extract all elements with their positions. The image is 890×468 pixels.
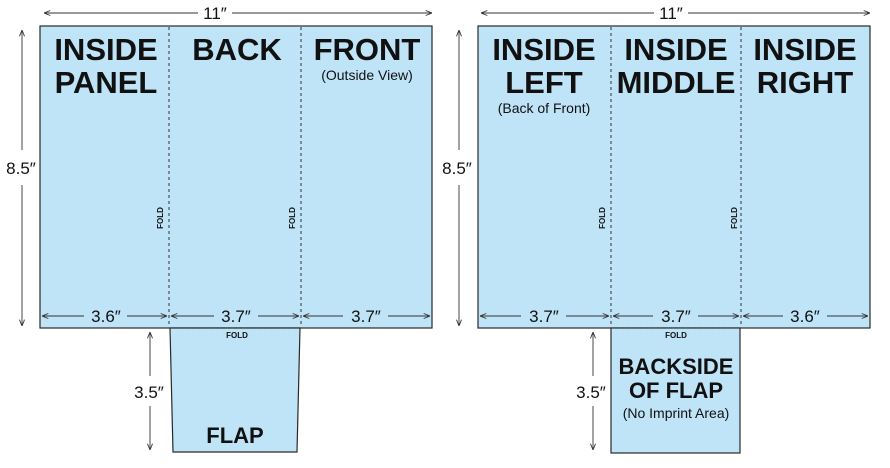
left-height-label: 8.5″ — [6, 159, 36, 178]
right-panel-3-title-line2: RIGHT — [757, 65, 854, 100]
right-panel-1-title-line1: INSIDE — [492, 32, 595, 67]
left-panel-3-title-line1: FRONT — [314, 32, 421, 67]
left-panel-3-width: 3.7″ — [351, 307, 381, 326]
right-panel-1-title-line2: LEFT — [505, 65, 583, 100]
right-panel-2-title-line1: INSIDE — [624, 32, 727, 67]
left-diagram: 11″ 8.5″ FOLD FOLD FOLD INSIDE PANEL BAC… — [6, 4, 433, 453]
left-panel-2-title-line1: BACK — [192, 32, 282, 67]
right-flap-subtitle: (No Imprint Area) — [623, 405, 730, 421]
right-width-label: 11″ — [659, 4, 683, 23]
right-panel-3-width: 3.6″ — [790, 307, 820, 326]
right-flap-title-line2: OF FLAP — [629, 378, 723, 403]
left-fold-label-1: FOLD — [156, 207, 165, 229]
right-main-sheet — [477, 25, 871, 329]
left-panel-1-width: 3.6″ — [91, 307, 121, 326]
left-fold-label-flap: FOLD — [226, 331, 248, 340]
left-flap-height-label: 3.5″ — [134, 383, 164, 402]
left-panel-2-width: 3.7″ — [221, 307, 251, 326]
left-fold-label-2: FOLD — [288, 207, 297, 229]
right-diagram: 11″ 8.5″ FOLD FOLD FOLD INSIDE LEFT (Bac… — [442, 4, 871, 454]
right-height-label: 8.5″ — [442, 159, 472, 178]
left-panel-3-subtitle: (Outside View) — [321, 67, 413, 83]
right-panel-1-subtitle: (Back of Front) — [498, 100, 591, 116]
left-flap-title: FLAP — [206, 423, 263, 448]
right-fold-label-flap: FOLD — [665, 331, 687, 340]
left-panel-1-title-line2: PANEL — [55, 65, 158, 100]
right-fold-label-1: FOLD — [598, 207, 607, 229]
right-panel-2-width: 3.7″ — [661, 307, 691, 326]
right-fold-label-2: FOLD — [730, 207, 739, 229]
left-width-label: 11″ — [203, 4, 227, 23]
right-flap — [610, 327, 741, 454]
left-panel-1-title-line1: INSIDE — [54, 32, 157, 67]
right-panel-1-width: 3.7″ — [529, 307, 559, 326]
right-panel-2-title-line2: MIDDLE — [617, 65, 736, 100]
right-flap-height-label: 3.5″ — [576, 383, 606, 402]
right-panel-3-title-line1: INSIDE — [753, 32, 856, 67]
left-main-sheet — [39, 25, 433, 329]
right-flap-title-line1: BACKSIDE — [619, 354, 734, 379]
